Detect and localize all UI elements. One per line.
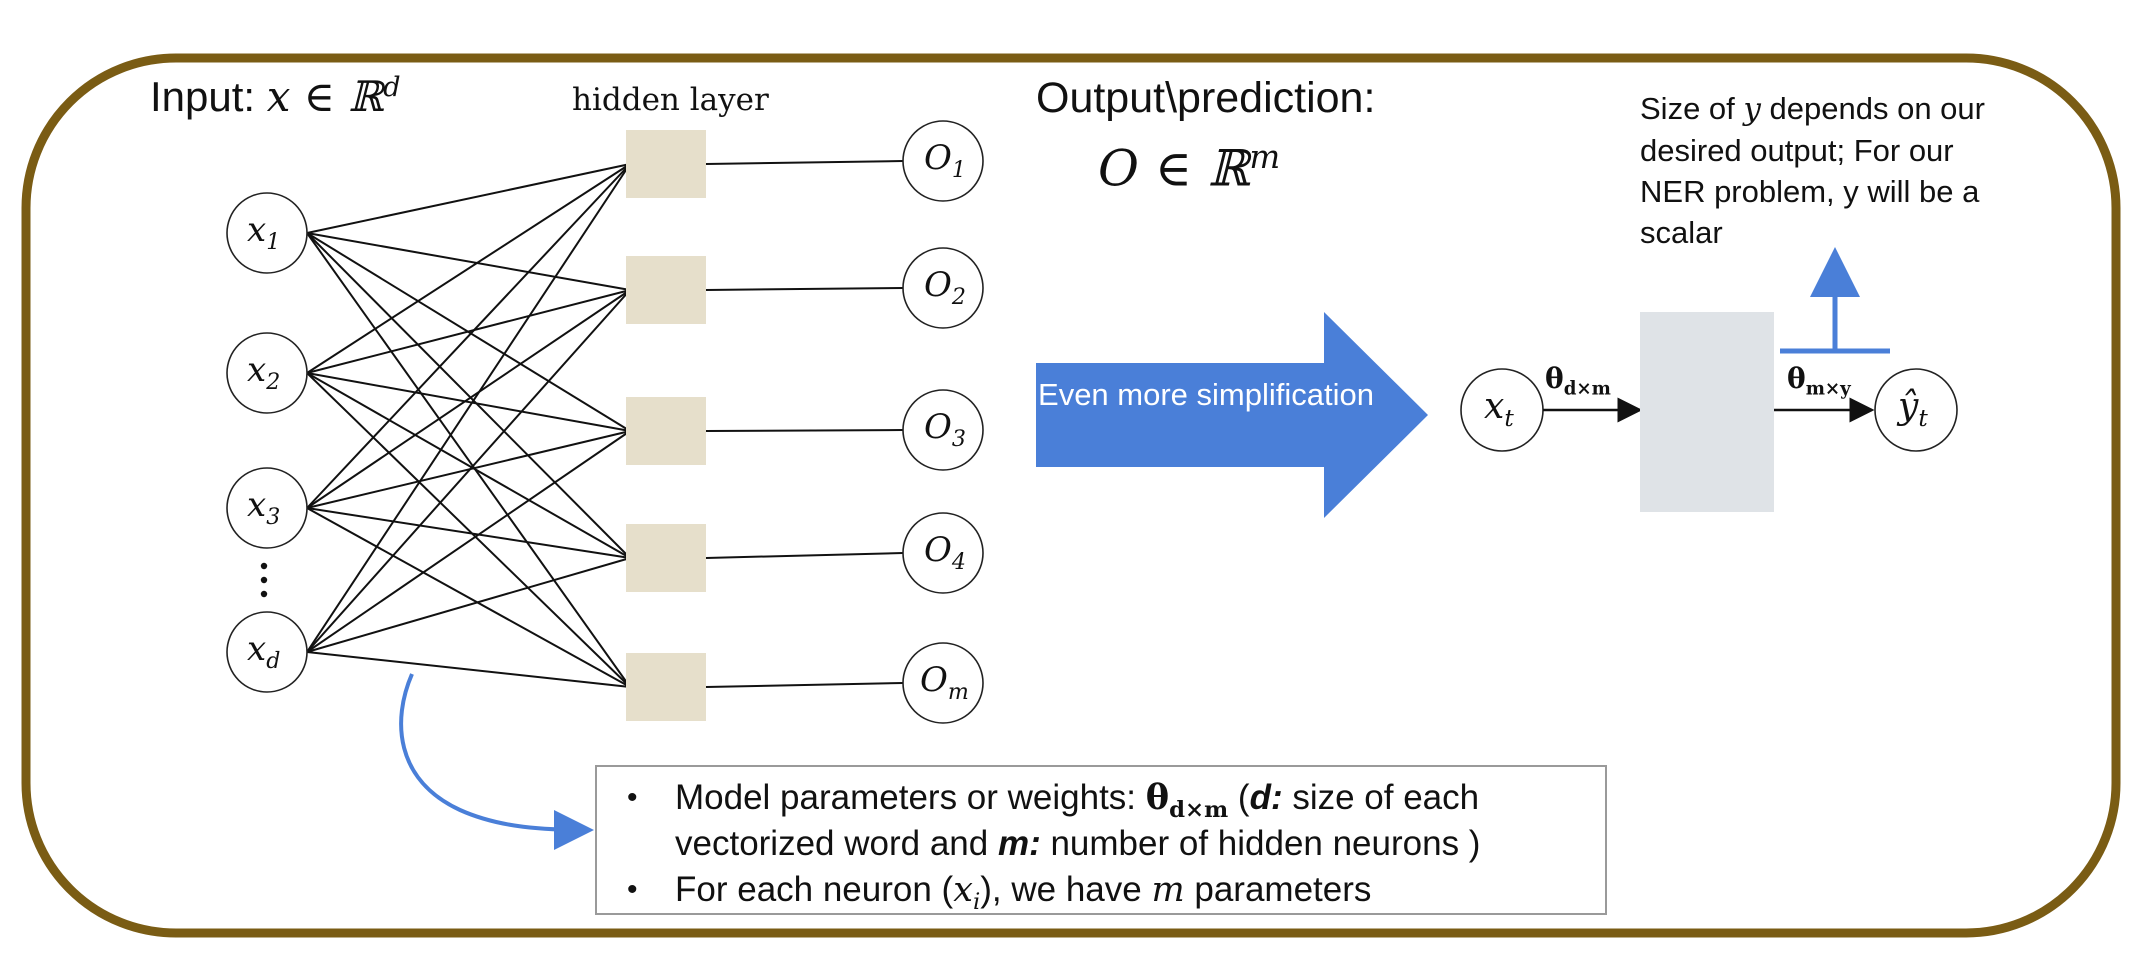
output-size-note: Size of y depends on our desired output;…	[1640, 91, 1985, 250]
input-hidden-connections	[306, 163, 631, 688]
connection-line	[306, 232, 631, 688]
simplified-input-label: xt	[1484, 386, 1514, 433]
output-node-label: O4	[924, 530, 966, 575]
output-node-circle	[902, 389, 984, 471]
output-node-circle	[902, 642, 984, 724]
output-node-circle	[902, 247, 984, 329]
theta-out-label: θm×y	[1787, 362, 1851, 400]
input-node-label: x2	[247, 350, 281, 395]
connection-line	[306, 430, 631, 653]
hidden-node	[626, 256, 706, 324]
input-node-circle	[226, 611, 308, 693]
output-node-circle	[902, 512, 984, 594]
connection-line	[306, 651, 631, 688]
connection-line	[306, 557, 631, 653]
input-node-label: x1	[247, 210, 281, 255]
input-node-circle	[226, 192, 308, 274]
output-node-label: O3	[924, 407, 966, 452]
output-connection-line	[705, 160, 904, 165]
hidden-layer-nodes	[626, 130, 706, 721]
connection-line	[306, 232, 631, 291]
output-node-label: O2	[924, 265, 966, 310]
connection-line	[306, 163, 631, 234]
output-connection-line	[705, 552, 904, 559]
output-node-circle	[902, 120, 984, 202]
connection-line	[306, 289, 631, 374]
output-connection-line	[705, 287, 904, 291]
hidden-node	[626, 524, 706, 592]
simplified-hidden-box	[1640, 312, 1774, 512]
input-node-label: xd	[247, 629, 281, 674]
parameters-callout-arrow	[399, 673, 594, 850]
output-nodes	[902, 120, 984, 724]
connection-line	[306, 163, 631, 374]
connection-line	[306, 163, 631, 653]
hidden-node	[626, 397, 706, 465]
input-title: Input: x ∈ ℝd	[150, 72, 401, 121]
connection-line	[306, 372, 631, 432]
note-line-3: For each neuron (xi), we have m paramete…	[675, 870, 1372, 915]
theta-in-label: θd×m	[1545, 362, 1611, 400]
output-node-label: O1	[924, 138, 966, 183]
output-space-formula: O ∈ ℝm	[1098, 138, 1281, 198]
connection-line	[306, 163, 631, 509]
input-node-circle	[226, 467, 308, 549]
hidden-output-connections	[705, 160, 904, 688]
simplified-output-label: ŷt	[1898, 386, 1928, 433]
parameters-note-box: • Model parameters or weights: θd×m (d: …	[595, 765, 1607, 915]
hidden-layer-label: hidden layer	[572, 82, 769, 118]
connection-line	[306, 232, 631, 559]
input-node-circle	[226, 332, 308, 414]
hidden-node	[626, 130, 706, 198]
bullet-dot: •	[627, 781, 638, 814]
input-nodes	[226, 192, 308, 693]
connection-line	[306, 372, 631, 559]
input-node-label: x3	[247, 485, 281, 530]
note-line-1: Model parameters or weights: θd×m (d: si…	[675, 777, 1480, 823]
connection-line	[306, 372, 631, 688]
simplified-output-node	[1874, 368, 1958, 452]
connection-line	[306, 507, 631, 559]
connection-line	[306, 289, 631, 653]
ellipsis-dots	[260, 562, 268, 598]
bullet-dot: •	[627, 873, 638, 906]
output-connection-line	[705, 682, 904, 688]
output-connection-line	[705, 429, 904, 432]
simplification-label: Even more simplification	[1038, 377, 1374, 412]
slide-frame	[21, 53, 2121, 938]
note-line-2: vectorized word and m: number of hidden …	[675, 824, 1481, 863]
connection-line	[306, 507, 631, 688]
hidden-node	[626, 653, 706, 721]
simplification-arrow	[1036, 312, 1428, 518]
output-node-label: Om	[920, 660, 969, 705]
connection-line	[306, 289, 631, 509]
output-title: Output\prediction:	[1036, 74, 1376, 122]
